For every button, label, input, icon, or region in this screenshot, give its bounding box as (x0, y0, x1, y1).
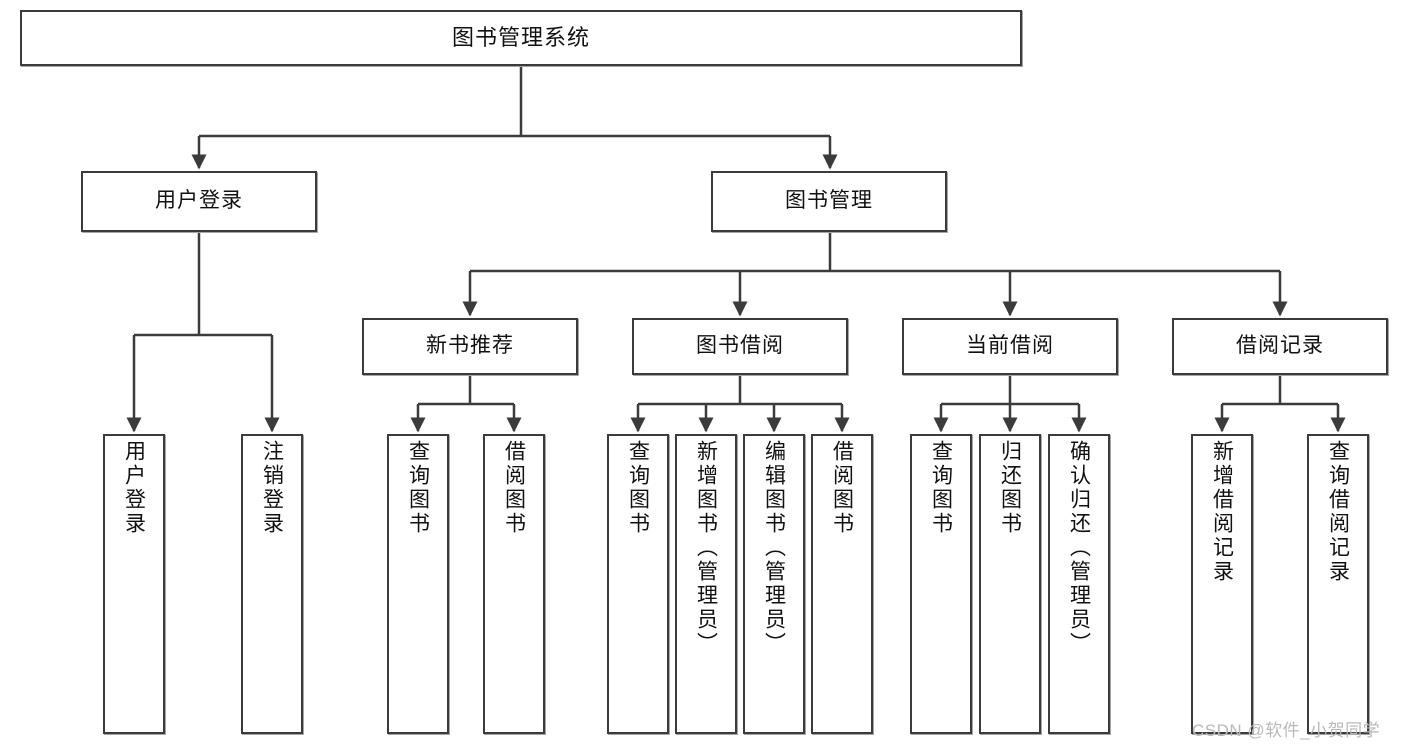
node-label: 图书借阅 (696, 334, 784, 358)
node-new-book-recommend[interactable]: 新书推荐 (362, 318, 578, 375)
leaf-br-query-record[interactable]: 查询借阅记录 (1307, 434, 1369, 734)
node-label: 查询图书 (406, 440, 430, 536)
leaf-user-login[interactable]: 用户登录 (103, 434, 165, 734)
node-label: 归还图书 (998, 440, 1022, 536)
leaf-nb-query-book[interactable]: 查询图书 (387, 434, 449, 734)
node-label: 借阅图书 (502, 440, 526, 536)
node-label: 新增图书（管理员） (694, 440, 718, 656)
node-label: 用户登录 (122, 440, 146, 536)
node-label: 注销登录 (260, 440, 284, 536)
node-label: 借阅记录 (1236, 334, 1324, 358)
node-user-login[interactable]: 用户登录 (81, 171, 317, 232)
leaf-cb-query-book[interactable]: 查询图书 (910, 434, 972, 734)
leaf-bb-query-book[interactable]: 查询图书 (607, 434, 669, 734)
node-label: 查询图书 (929, 440, 953, 536)
leaf-logout[interactable]: 注销登录 (241, 434, 303, 734)
node-root-system[interactable]: 图书管理系统 (20, 10, 1022, 66)
node-book-management[interactable]: 图书管理 (711, 171, 947, 232)
node-label: 确认归还（管理员） (1067, 440, 1091, 656)
node-label: 查询图书 (626, 440, 650, 536)
leaf-cb-confirm-return-admin[interactable]: 确认归还（管理员） (1048, 434, 1110, 734)
node-label: 新书推荐 (426, 334, 514, 358)
node-label: 借阅图书 (830, 440, 854, 536)
leaf-br-add-record[interactable]: 新增借阅记录 (1191, 434, 1253, 734)
node-borrow-record[interactable]: 借阅记录 (1172, 318, 1388, 375)
csdn-watermark: CSDN @软件_小贺同学 (1192, 721, 1381, 740)
node-label: 当前借阅 (966, 334, 1054, 358)
leaf-bb-edit-book-admin[interactable]: 编辑图书（管理员） (743, 434, 805, 734)
node-label: 图书管理系统 (451, 25, 590, 51)
node-label: 查询借阅记录 (1326, 440, 1350, 584)
leaf-cb-return-book[interactable]: 归还图书 (979, 434, 1041, 734)
node-label: 图书管理 (785, 189, 873, 213)
node-book-borrow[interactable]: 图书借阅 (632, 318, 848, 375)
leaf-bb-borrow-book[interactable]: 借阅图书 (811, 434, 873, 734)
node-label: 新增借阅记录 (1210, 440, 1234, 584)
node-label: 用户登录 (155, 189, 243, 213)
leaf-bb-add-book-admin[interactable]: 新增图书（管理员） (675, 434, 737, 734)
leaf-nb-borrow-book[interactable]: 借阅图书 (483, 434, 545, 734)
node-current-borrow[interactable]: 当前借阅 (902, 318, 1118, 375)
node-label: 编辑图书（管理员） (762, 440, 786, 656)
